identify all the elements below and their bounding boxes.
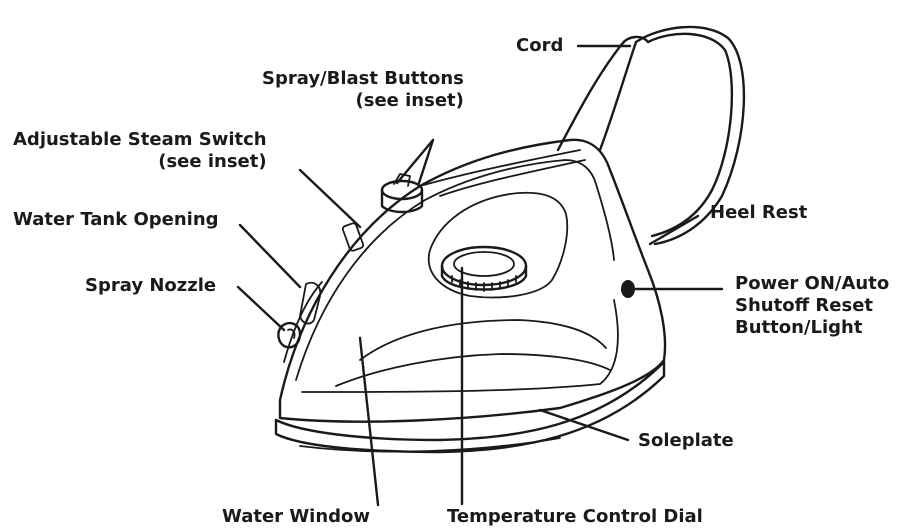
label-spray-blast-buttons: Spray/Blast Buttons (see inset) (262, 68, 464, 112)
label-temperature-dial: Temperature Control Dial (447, 506, 703, 528)
label-steam-switch: Adjustable Steam Switch (see inset) (13, 129, 267, 173)
label-power-line1: Power ON/Auto (735, 273, 889, 295)
leader-spray-blast-a (397, 140, 433, 183)
leader-spray-nozzle (238, 287, 284, 330)
iron-body (280, 140, 665, 422)
soleplate-drawing (276, 362, 664, 452)
label-power-line3: Button/Light (735, 317, 889, 339)
label-spray-nozzle: Spray Nozzle (85, 275, 216, 297)
label-soleplate: Soleplate (638, 430, 734, 452)
label-power-button: Power ON/Auto Shutoff Reset Button/Light (735, 273, 889, 339)
label-steam-switch-line1: Adjustable Steam Switch (13, 129, 267, 151)
leader-water-tank (240, 225, 300, 287)
temperature-dial-drawing (442, 247, 526, 291)
label-power-line2: Shutoff Reset (735, 295, 889, 317)
label-steam-switch-line2: (see inset) (13, 151, 267, 173)
label-spray-blast-line1: Spray/Blast Buttons (262, 68, 464, 90)
label-water-tank-opening: Water Tank Opening (13, 209, 219, 231)
label-water-window: Water Window (222, 506, 370, 528)
power-button-dot (621, 280, 635, 298)
label-heel-rest: Heel Rest (710, 202, 807, 224)
label-cord: Cord (516, 35, 563, 57)
leader-spray-blast-b (419, 140, 433, 183)
label-spray-blast-line2: (see inset) (262, 90, 464, 112)
leader-steam-switch (300, 170, 360, 227)
